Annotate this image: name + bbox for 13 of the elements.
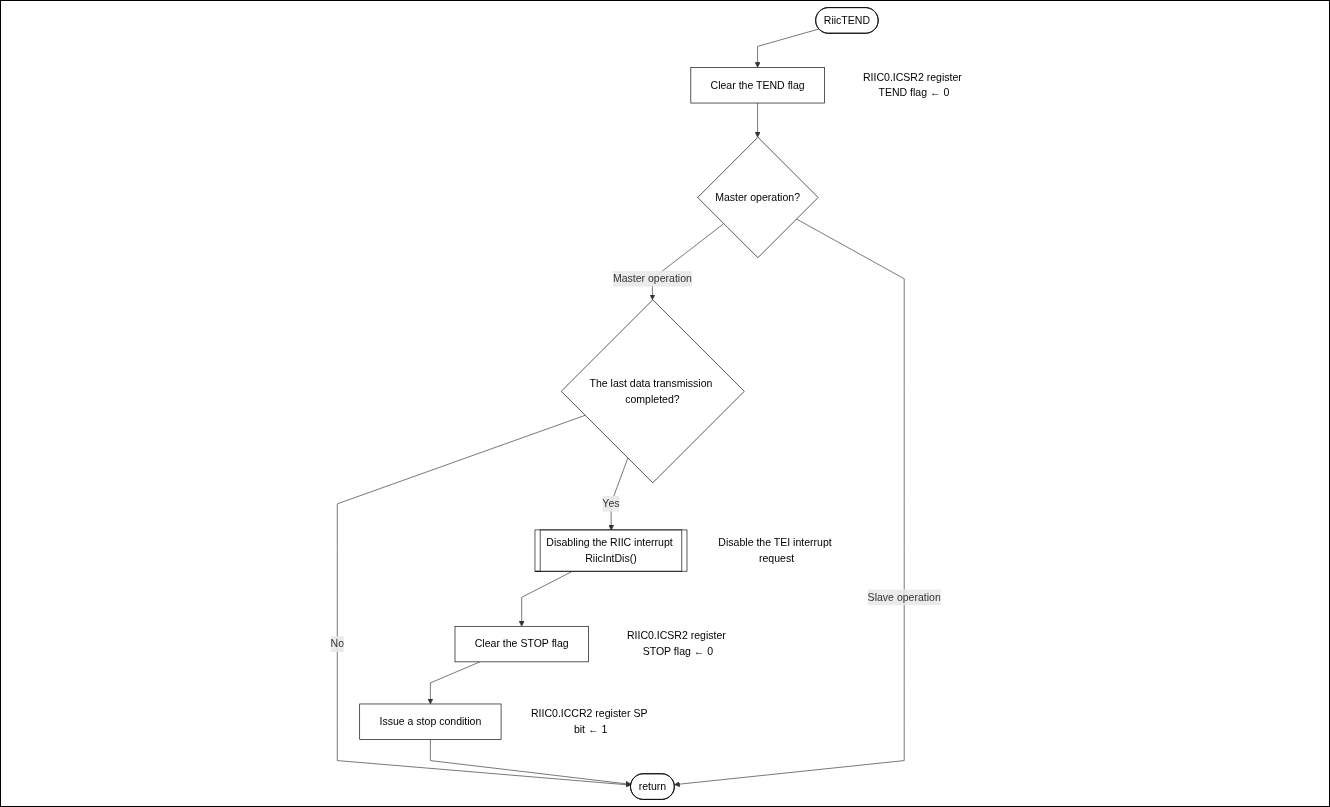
node-box: Clear the TEND flag [690, 67, 825, 104]
edge-label: No [330, 638, 345, 650]
node-label: RIIC0.ICSR2 register TEND flag ← 0 [862, 71, 962, 99]
node-label: RIIC0.ICCR2 register SP bit ← 1 [530, 707, 648, 735]
node-diamond: The last data transmission completed? [560, 299, 745, 484]
node-box: Issue a stop condition [359, 703, 502, 740]
edge-label: Yes [602, 497, 620, 510]
node-label: Disable the TEI interrupt request [718, 536, 832, 564]
node-box: Clear the STOP flag [454, 625, 589, 663]
edge-label: Slave operation [867, 591, 941, 603]
edge-label: Master operation [612, 272, 692, 285]
node-diamond: Master operation? [697, 136, 819, 258]
node-label: RIIC0.ICSR2 register STOP flag ← 0 [626, 630, 726, 658]
